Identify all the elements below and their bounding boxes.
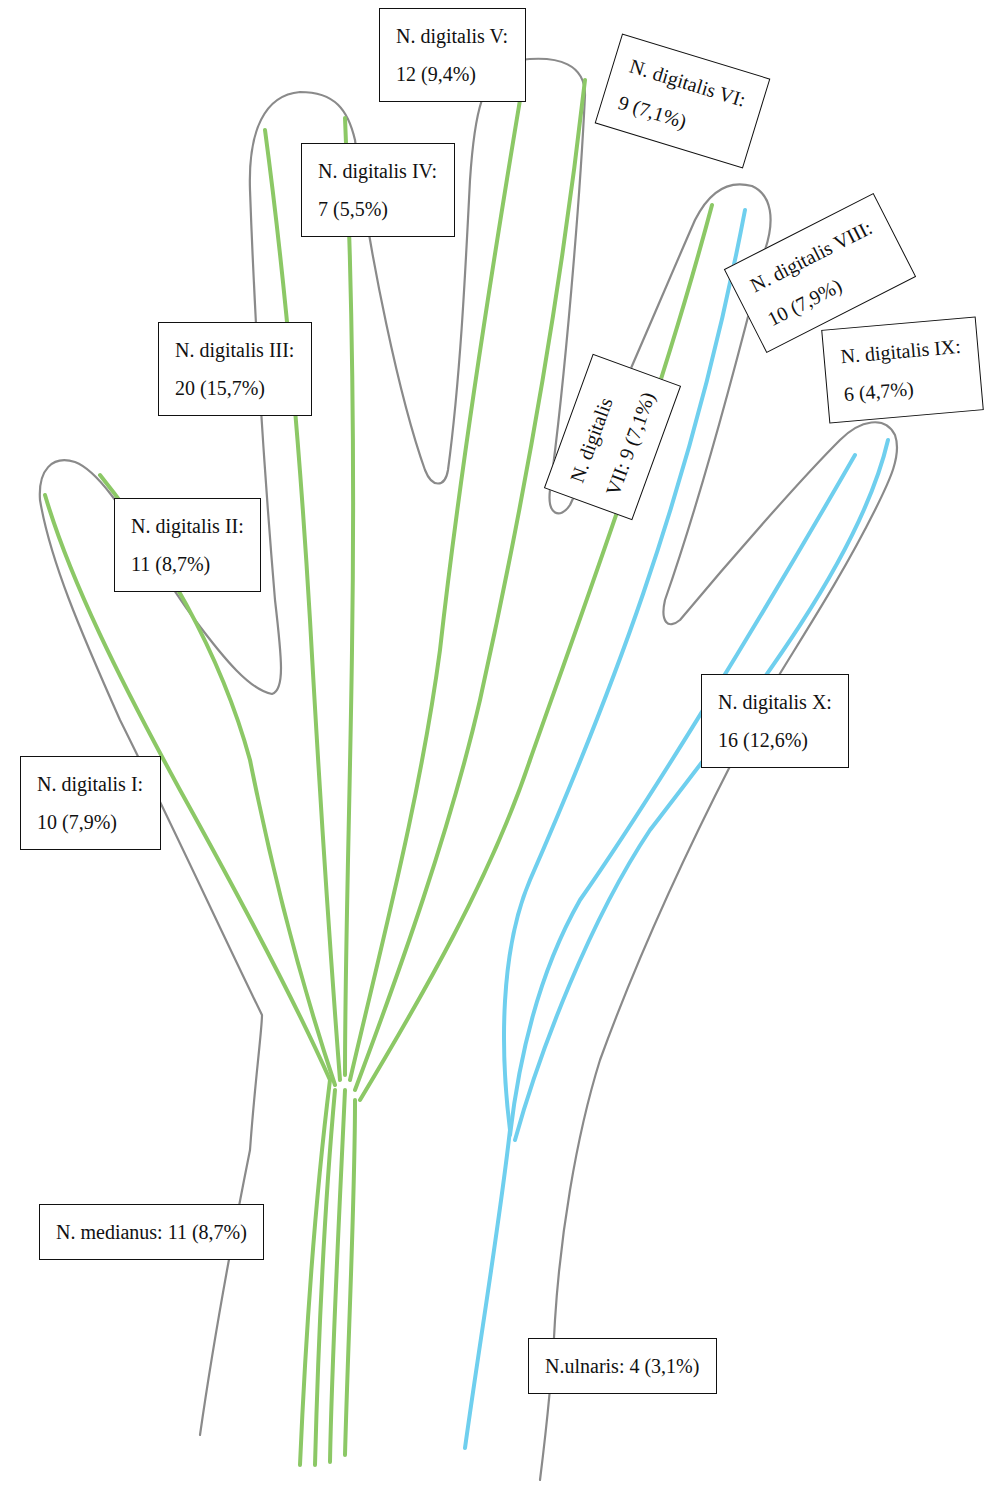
nerve-name: N. digitalis I: [37,765,144,803]
nerve-name: N. digitalis III: [175,331,295,369]
count-box: N. digitalis II:11 (8,7%) [114,498,261,592]
nerve-name: N. digitalis X: [718,683,832,721]
count-box: N. digitalis VI:9 (7,1%) [595,33,771,168]
nerve-name: N. digitalis IV: [318,152,438,190]
count-value: 6 (4,7%) [842,365,966,413]
count-box: N. digitalis III:20 (15,7%) [158,322,312,416]
count-box: N. digitalis IV:7 (5,5%) [301,143,455,237]
nerve-name: N. digitalis IX: [839,327,963,375]
nerve-line [265,130,340,1080]
nerve-line [515,440,888,1140]
nerve-line [465,1130,510,1448]
nerve-line [330,1090,345,1462]
count-value: 16 (12,6%) [718,721,832,759]
nerve-line [350,100,520,1080]
count-value: 12 (9,4%) [396,55,509,93]
nerve-name: N. medianus: 11 (8,7%) [56,1213,247,1251]
count-value: 7 (5,5%) [318,190,438,228]
count-box: N.ulnaris: 4 (3,1%) [528,1338,717,1394]
nerve-line [510,455,855,1135]
count-value: 11 (8,7%) [131,545,244,583]
count-box: N. medianus: 11 (8,7%) [39,1204,264,1260]
count-value: 10 (7,9%) [37,803,144,841]
count-box: N. digitalis V:12 (9,4%) [379,8,526,102]
count-value: 20 (15,7%) [175,369,295,407]
count-box: N. digitalis I:10 (7,9%) [20,756,161,850]
nerve-line [345,1100,355,1455]
hand-outline [40,59,897,1480]
nerve-name: N. digitalis II: [131,507,244,545]
nerve-name: N.ulnaris: 4 (3,1%) [545,1347,700,1385]
count-box: N. digitalisVII: 9 (7,1%) [544,354,681,521]
nerve-line [360,205,712,1100]
count-box: N. digitalis IX:6 (4,7%) [821,316,984,423]
nerve-line [345,118,353,1075]
nerve-name: N. digitalis V: [396,17,509,55]
count-box: N. digitalis X:16 (12,6%) [701,674,849,768]
